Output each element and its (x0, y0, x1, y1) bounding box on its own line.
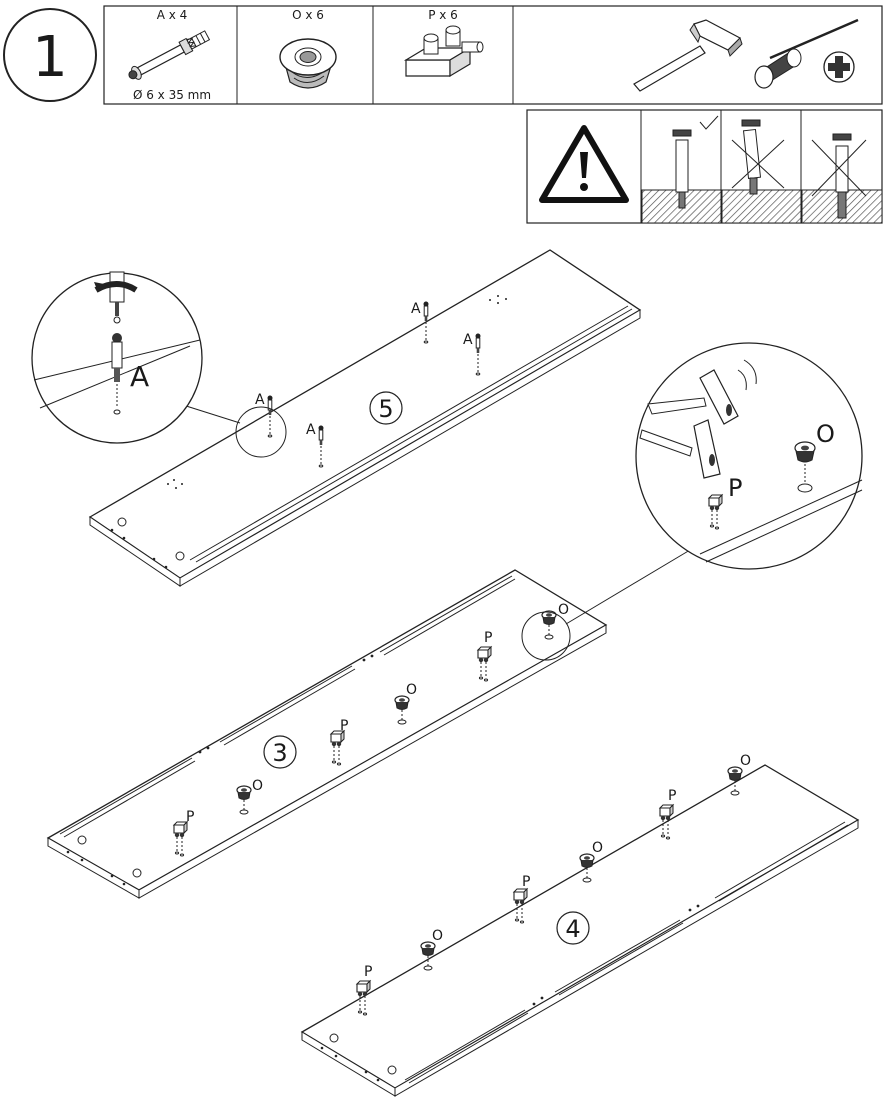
part-label-a: A (463, 332, 473, 348)
bolt-correct-depth-icon (641, 115, 722, 224)
cam-nut-o: O (727, 753, 751, 796)
board-number-badge: 5 (369, 391, 403, 425)
part-label-p: P (340, 718, 348, 734)
detail-label-p: P (728, 474, 742, 502)
parts-bar: A x 4 Ø 6 x 35 mm O x 6 (103, 5, 883, 105)
cam-nut-o: O (541, 602, 569, 640)
part-label-p: P (668, 788, 676, 804)
part-label-o: O (740, 753, 751, 769)
part-a-dimension: Ø 6 x 35 mm (133, 88, 211, 102)
board-number: 3 (272, 739, 287, 767)
part-label-o: O (406, 682, 417, 698)
shelf-pin-p: P (173, 809, 194, 857)
part-label-o: O (592, 840, 603, 856)
detail-hammer-insertion: O P (565, 342, 863, 625)
detail-nut: O (794, 420, 835, 493)
cam-nut-o: O (579, 840, 603, 883)
cam-bolt-icon (128, 30, 211, 80)
part-label-o: O (432, 928, 443, 944)
part-label-o: O (558, 602, 569, 618)
step-badge: 1 (3, 8, 97, 102)
board-5: A A A A 5 (88, 249, 642, 587)
cam-nut-o: O (420, 928, 443, 971)
warning-panel (526, 109, 883, 224)
part-a-cell: A x 4 Ø 6 x 35 mm (128, 8, 211, 102)
cam-nut-o: O (394, 682, 417, 725)
board-number-badge: 3 (263, 735, 297, 769)
hammer-tap-icon (639, 359, 757, 479)
part-o-cell: O x 6 (279, 8, 337, 89)
cam-bolt-a-2: A (463, 332, 481, 376)
hammer-icon (633, 19, 743, 92)
bolt-too-deep-icon (801, 133, 883, 224)
detail-pin: P (708, 474, 742, 530)
detail-callout-ring (235, 406, 287, 458)
part-label-p: P (484, 630, 492, 646)
part-label-p: P (364, 964, 372, 980)
part-label-a: A (306, 422, 316, 438)
cam-bolt-a-4: A (306, 422, 324, 468)
shelf-support-pin-icon (403, 25, 484, 78)
shelf-pin-p: P (477, 630, 492, 682)
part-p-cell: P x 6 (403, 8, 484, 78)
phillips-screwdriver-icon (754, 18, 859, 89)
screwdriver-rotate-icon (94, 271, 138, 415)
detail-label-o: O (816, 420, 835, 448)
cam-lock-nut-icon (279, 38, 337, 89)
bolt-too-shallow-icon (721, 119, 802, 224)
cam-bolt-a-3: A (255, 392, 273, 438)
board-4: O P O P O P 4 (300, 753, 860, 1097)
detail-callout-ring (521, 611, 571, 661)
cam-nut-o: O (236, 778, 263, 815)
board-3: O P O P O P 3 (46, 569, 608, 899)
cam-bolt-a-1: A (411, 301, 429, 344)
shelf-pin-p: P (330, 718, 348, 766)
part-label-a: A (255, 392, 265, 408)
part-label-p: P (186, 809, 194, 825)
board-number: 5 (378, 395, 393, 423)
warning-triangle-icon (539, 125, 629, 203)
part-p-label: P x 6 (428, 8, 458, 22)
shelf-pin-p: P (513, 874, 530, 924)
part-label-p: P (522, 874, 530, 890)
step-number: 1 (32, 25, 68, 90)
detail-label-a: A (130, 360, 149, 393)
board-number: 4 (565, 915, 580, 943)
part-o-label: O x 6 (292, 8, 324, 22)
part-label-a: A (411, 301, 421, 317)
part-a-label: A x 4 (157, 8, 188, 22)
part-label-o: O (252, 778, 263, 794)
detail-bolt-insertion: A (31, 271, 241, 444)
board-number-badge: 4 (556, 911, 590, 945)
shelf-pin-p: P (659, 788, 676, 840)
shelf-pin-p: P (356, 964, 372, 1016)
